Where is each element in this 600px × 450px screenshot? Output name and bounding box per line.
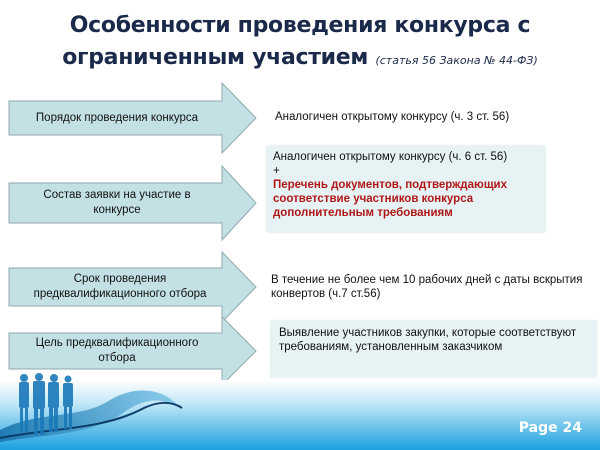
title-main: ограниченным участием bbox=[62, 45, 369, 70]
footer-wave-decoration bbox=[0, 380, 600, 450]
answer-row-2: Аналогичен открытому конкурсу (ч. 6 ст. … bbox=[267, 146, 545, 232]
arrow-label: Цель предквалификационного отбора bbox=[35, 337, 199, 364]
answer-plus: + bbox=[273, 165, 280, 177]
arrow-shape-icon bbox=[8, 81, 257, 155]
title-line-1: Особенности проведения конкурса с bbox=[69, 13, 531, 38]
arrow-row-1: Порядок проведения конкурса bbox=[8, 81, 258, 155]
answer-highlight: Перечень документов, подтверждающих соот… bbox=[273, 179, 507, 219]
answer-text: Аналогичен открытому конкурсу (ч. 6 ст. … bbox=[273, 151, 508, 163]
arrow-label: Срок проведения предквалификационного от… bbox=[33, 273, 207, 300]
answer-row-3: В течение не более чем 10 рабочих дней с… bbox=[271, 274, 583, 300]
title-line-2: ограниченным участием (статья 56 Закона … bbox=[0, 42, 600, 77]
arrow-shape-icon bbox=[8, 164, 257, 242]
arrow-shape-icon bbox=[8, 250, 257, 324]
arrow-row-4: Цель предквалификационного отбора bbox=[8, 315, 258, 387]
arrow-shape-icon bbox=[8, 315, 257, 387]
arrow-label: Состав заявки на участие в конкурсе bbox=[43, 189, 191, 216]
slide-title: Особенности проведения конкурса с ограни… bbox=[0, 10, 600, 77]
answer-row-1: Аналогичен открытому конкурсу (ч. 3 ст. … bbox=[275, 111, 510, 123]
page-number: Page 24 bbox=[518, 420, 582, 436]
answer-row-4: Выявление участников закупки, которые со… bbox=[271, 321, 596, 377]
arrow-row-3: Срок проведения предквалификационного от… bbox=[8, 250, 258, 324]
title-law-reference: (статья 56 Закона № 44-ФЗ) bbox=[375, 54, 538, 67]
arrow-label: Порядок проведения конкурса bbox=[35, 111, 199, 124]
people-silhouettes-icon bbox=[19, 373, 73, 435]
arrow-row-2: Состав заявки на участие в конкурсе bbox=[8, 164, 258, 242]
